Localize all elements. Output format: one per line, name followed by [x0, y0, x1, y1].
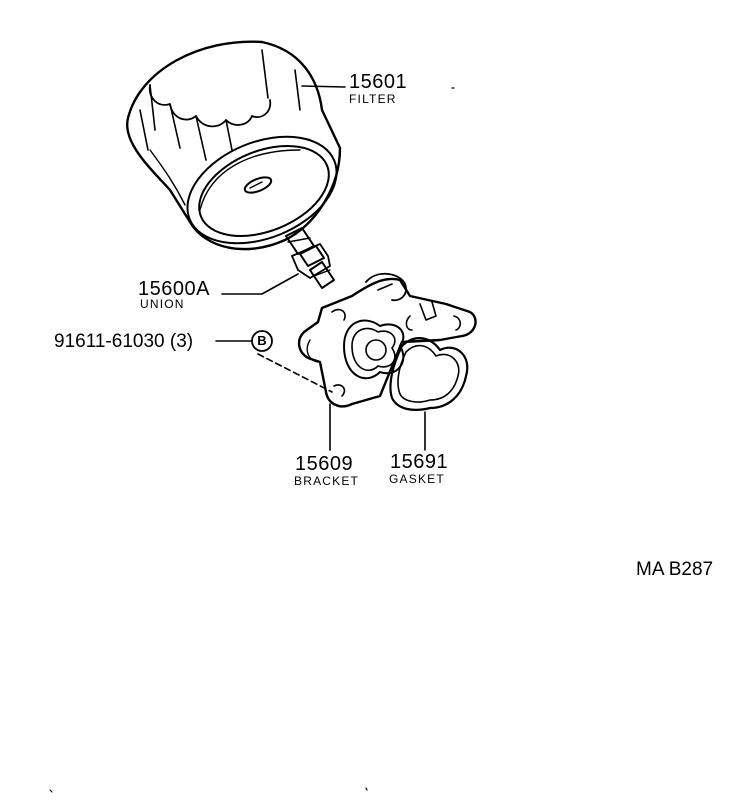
scan-marks: [49, 87, 455, 793]
union-drawing: [285, 227, 335, 289]
gasket-drawing: [389, 337, 469, 411]
bracket-drawing: [297, 272, 477, 408]
union-part-name: UNION: [140, 297, 185, 311]
leader-lines: [215, 85, 426, 451]
bolt-part-number: 91611-61030 (3): [54, 331, 194, 352]
oil-filter-drawing: [125, 40, 342, 251]
gasket-part-number: 15691: [390, 451, 449, 473]
bolt-marker-letter: B: [257, 333, 267, 348]
filter-part-number: 15601: [349, 71, 408, 93]
filter-part-name: FILTER: [349, 92, 397, 106]
bolt-marker-circle: [251, 330, 273, 352]
union-part-number: 15600A: [138, 278, 210, 300]
bracket-part-number: 15609: [295, 453, 354, 475]
diagram-code: MA B287: [636, 559, 714, 580]
gasket-part-name: GASKET: [389, 472, 445, 486]
bracket-part-name: BRACKET: [294, 474, 360, 488]
